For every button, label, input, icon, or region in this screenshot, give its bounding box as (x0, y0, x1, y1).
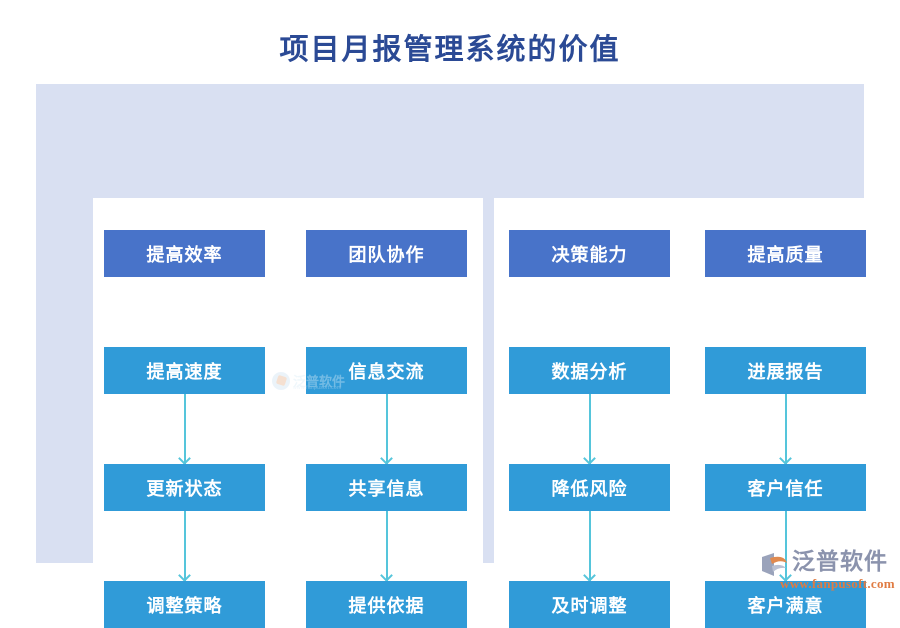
flow-node[interactable]: 信息交流 (306, 347, 467, 394)
flow-node[interactable]: 提供依据 (306, 581, 467, 628)
fanpu-logo-icon (760, 551, 790, 578)
flow-node[interactable]: 及时调整 (509, 581, 670, 628)
flow-gap (705, 511, 866, 581)
flow-arrow-icon (385, 511, 388, 581)
flow-gap (306, 277, 467, 347)
flow-node[interactable]: 数据分析 (509, 347, 670, 394)
flow-node[interactable]: 进展报告 (705, 347, 866, 394)
brand-url: www.fanpusoft.com (780, 576, 895, 591)
flow-column-decision: 决策能力 数据分析 降低风险 及时调整 (509, 230, 670, 628)
flow-node[interactable]: 客户信任 (705, 464, 866, 511)
flow-gap (509, 394, 670, 464)
brand-name: 泛普软件 (792, 549, 888, 574)
flow-column-efficiency: 提高效率 提高速度 更新状态 调整策略 (104, 230, 265, 628)
flow-gap (104, 277, 265, 347)
flow-arrow-icon (588, 394, 591, 464)
flow-arrow-icon (784, 511, 787, 581)
flow-gap (306, 511, 467, 581)
brand-logo: 泛普软件 www.fanpusoft.com (760, 548, 895, 594)
flow-gap (509, 277, 670, 347)
flow-node[interactable]: 决策能力 (509, 230, 670, 277)
flow-gap (104, 394, 265, 464)
flow-arrow-icon (588, 511, 591, 581)
flow-node[interactable]: 更新状态 (104, 464, 265, 511)
page-title: 项目月报管理系统的价值 (279, 34, 621, 66)
flow-gap (705, 394, 866, 464)
flow-node[interactable]: 共享信息 (306, 464, 467, 511)
flow-arrow-icon (784, 394, 787, 464)
flow-node[interactable]: 降低风险 (509, 464, 670, 511)
flow-gap (705, 277, 866, 347)
flow-arrow-icon (385, 394, 388, 464)
flow-node[interactable]: 调整策略 (104, 581, 265, 628)
flow-node[interactable]: 提高效率 (104, 230, 265, 277)
diagram-outer-panel: 提高效率 提高速度 更新状态 调整策略 团队协作 信息交流 共享信息 提供依据 … (36, 84, 879, 628)
flow-gap (509, 511, 670, 581)
flow-node[interactable]: 提高速度 (104, 347, 265, 394)
flow-arrow-icon (183, 394, 186, 464)
flow-node[interactable]: 提高质量 (705, 230, 866, 277)
flow-column-collaboration: 团队协作 信息交流 共享信息 提供依据 (306, 230, 467, 628)
flow-node[interactable]: 团队协作 (306, 230, 467, 277)
flow-arrow-icon (183, 511, 186, 581)
flow-gap (306, 394, 467, 464)
flow-gap (104, 511, 265, 581)
